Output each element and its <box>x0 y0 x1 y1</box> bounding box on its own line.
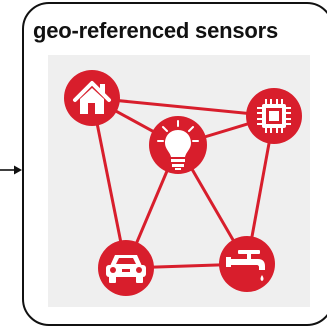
car-node <box>98 240 154 296</box>
edge-house-chip <box>90 96 276 118</box>
edge-house-car <box>90 96 128 270</box>
water-tap-icon <box>226 250 265 281</box>
bulb-node <box>149 116 207 174</box>
tap-node <box>219 236 275 292</box>
incoming-arrow <box>0 165 22 175</box>
chip-node <box>246 88 302 144</box>
house-node <box>64 70 120 126</box>
diagram-title: geo-referenced sensors <box>33 18 279 43</box>
lightbulb-icon <box>157 120 199 170</box>
microchip-icon <box>257 99 291 133</box>
house-icon <box>73 81 111 114</box>
car-icon <box>106 255 146 283</box>
